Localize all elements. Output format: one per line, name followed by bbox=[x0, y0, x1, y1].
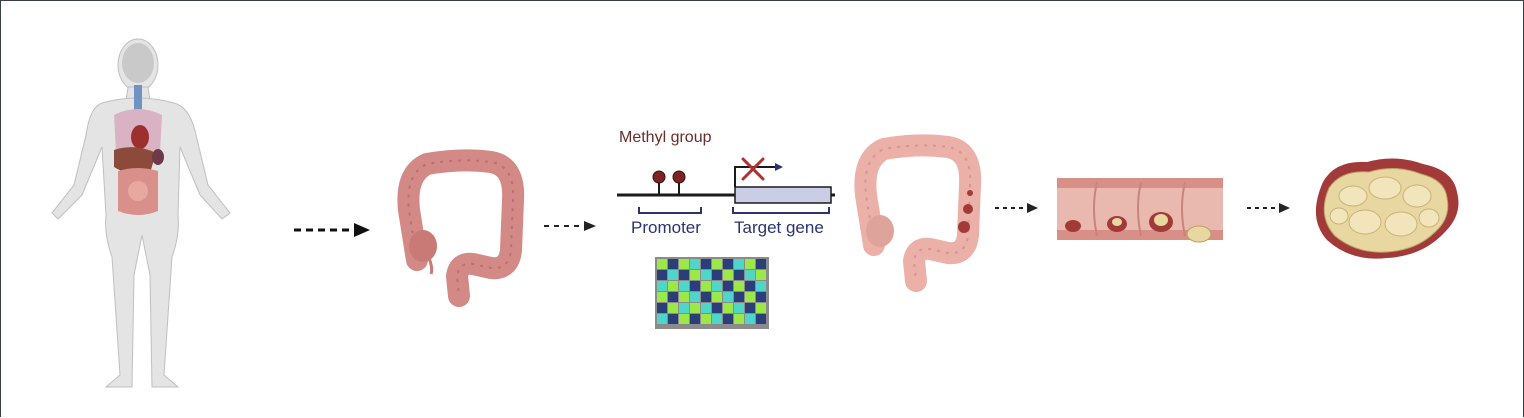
grid-cell bbox=[657, 281, 667, 291]
lesion-marker bbox=[963, 204, 973, 214]
colon-section-polyps bbox=[1057, 178, 1223, 243]
grid-cell bbox=[668, 303, 678, 313]
tumor-mass bbox=[1315, 158, 1459, 259]
grid-cell bbox=[712, 292, 722, 302]
grid-cell bbox=[745, 314, 755, 324]
grid-cell bbox=[690, 281, 700, 291]
internal-organs bbox=[114, 43, 164, 215]
grid-cell bbox=[701, 292, 711, 302]
target-gene-box bbox=[734, 186, 832, 204]
promoter-bracket bbox=[638, 207, 702, 214]
grid-cell bbox=[690, 259, 700, 269]
grid-cell bbox=[734, 259, 744, 269]
grid-cell bbox=[745, 281, 755, 291]
blocked-transcription-x-icon bbox=[741, 157, 765, 181]
grid-cell bbox=[679, 259, 689, 269]
grid-cell bbox=[679, 281, 689, 291]
arrow-polyps-to-tumor bbox=[1247, 203, 1290, 213]
grid-cell bbox=[668, 281, 678, 291]
promoter-label: Promoter bbox=[631, 218, 701, 237]
grid-cell bbox=[657, 303, 667, 313]
grid-cell bbox=[690, 303, 700, 313]
grid-cell bbox=[734, 314, 744, 324]
grid-cell bbox=[712, 303, 722, 313]
grid-cell bbox=[657, 292, 667, 302]
methyl-group-marker bbox=[672, 170, 686, 184]
grid-cell bbox=[701, 270, 711, 280]
grid-cell bbox=[745, 292, 755, 302]
human-body-illustration bbox=[51, 38, 231, 388]
grid-cell bbox=[734, 281, 744, 291]
arrow-colon-to-methylation bbox=[544, 221, 596, 231]
grid-cell bbox=[723, 292, 733, 302]
grid-cell bbox=[756, 270, 766, 280]
grid-cell bbox=[690, 292, 700, 302]
colon-with-lesions bbox=[854, 134, 982, 292]
grid-cell bbox=[756, 314, 766, 324]
grid-cell bbox=[657, 270, 667, 280]
grid-cell bbox=[657, 259, 667, 269]
grid-cell bbox=[723, 303, 733, 313]
grid-cell bbox=[734, 270, 744, 280]
arrow-body-to-colon bbox=[294, 223, 370, 237]
methylation-array-grid bbox=[655, 257, 769, 329]
grid-cell bbox=[712, 270, 722, 280]
grid-cell bbox=[668, 314, 678, 324]
grid-cell bbox=[701, 314, 711, 324]
grid-cell bbox=[712, 281, 722, 291]
lesion-marker bbox=[967, 190, 973, 196]
grid-cell bbox=[668, 292, 678, 302]
grid-cell bbox=[756, 281, 766, 291]
methyl-group-marker bbox=[652, 170, 666, 184]
grid-cell bbox=[712, 259, 722, 269]
grid-cell bbox=[679, 292, 689, 302]
grid-cell bbox=[690, 270, 700, 280]
lesion-marker bbox=[958, 221, 970, 233]
methyl-group-label: Methyl group bbox=[619, 129, 712, 146]
grid-cell bbox=[756, 303, 766, 313]
grid-cell bbox=[668, 259, 678, 269]
target-gene-bracket bbox=[732, 207, 830, 214]
polyp-marker bbox=[1065, 220, 1081, 232]
grid-cell bbox=[701, 259, 711, 269]
polyp-marker bbox=[1186, 225, 1212, 243]
grid-cell bbox=[734, 292, 744, 302]
target-gene-label: Target gene bbox=[734, 218, 824, 237]
grid-cell bbox=[679, 303, 689, 313]
grid-cell bbox=[668, 270, 678, 280]
grid-cell bbox=[657, 314, 667, 324]
grid-cell bbox=[745, 270, 755, 280]
grid-cell bbox=[756, 259, 766, 269]
grid-cell bbox=[745, 259, 755, 269]
grid-cell bbox=[690, 314, 700, 324]
grid-cell bbox=[723, 314, 733, 324]
grid-cell bbox=[701, 281, 711, 291]
grid-cell bbox=[723, 281, 733, 291]
grid-cell bbox=[756, 292, 766, 302]
grid-cell bbox=[745, 303, 755, 313]
grid-cell bbox=[723, 259, 733, 269]
grid-cell bbox=[712, 314, 722, 324]
dna-promoter-diagram bbox=[617, 157, 835, 214]
grid-cell bbox=[679, 314, 689, 324]
healthy-colon bbox=[397, 149, 525, 307]
grid-cell bbox=[701, 303, 711, 313]
grid-cell bbox=[723, 270, 733, 280]
grid-cell bbox=[734, 303, 744, 313]
arrow-colon-to-polyps bbox=[995, 203, 1038, 213]
grid-cell bbox=[679, 270, 689, 280]
